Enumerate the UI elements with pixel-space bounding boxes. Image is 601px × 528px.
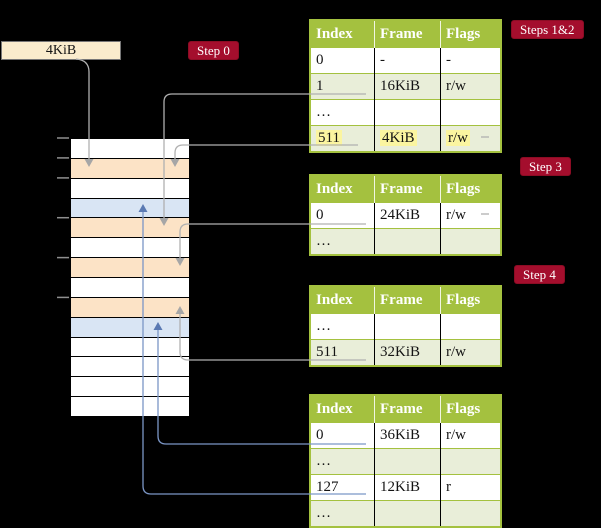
cell: 24KiB <box>374 203 441 229</box>
highlighted-value: 4KiB <box>380 130 417 146</box>
cell: r/w <box>440 339 501 366</box>
table-row: … <box>310 99 501 126</box>
table-row: … <box>310 448 501 475</box>
cell: 0 <box>310 203 375 229</box>
memory-frame-free <box>71 139 189 158</box>
cell <box>440 448 501 475</box>
column-header: Flags <box>440 20 501 48</box>
table-row: … <box>310 228 501 255</box>
memory-frame-free <box>71 177 189 198</box>
table-row: 511 4KiB r/w <box>310 125 501 152</box>
table-row: … <box>310 500 501 527</box>
cell: 511 <box>310 125 375 152</box>
cell: - <box>446 52 451 68</box>
memory-frame-free <box>71 277 189 297</box>
cell: 127 <box>310 474 375 501</box>
cell: r/w <box>440 125 501 152</box>
column-header: Flags <box>440 395 501 423</box>
cell: - <box>374 48 441 74</box>
memory-frame-free <box>71 376 189 397</box>
cell: 1 <box>310 73 375 100</box>
cell: … <box>310 314 375 340</box>
memory-frame-free <box>71 356 189 377</box>
memory-frame-table <box>71 296 189 317</box>
memory-frame-table <box>71 157 189 178</box>
cell <box>374 448 441 475</box>
column-header: Flags <box>440 175 501 203</box>
cell: r <box>440 474 501 501</box>
memory-frame-data <box>71 197 189 218</box>
cell: r/w <box>446 427 466 443</box>
memory-frame-table <box>71 257 189 278</box>
cell: … <box>310 99 375 126</box>
table-row: 0-- <box>310 48 501 74</box>
highlighted-value: r/w <box>446 130 470 146</box>
cell <box>374 314 441 340</box>
highlighted-value: 511 <box>316 130 342 146</box>
memory-frame-free <box>71 237 189 258</box>
cell: 16KiB <box>374 73 441 100</box>
column-header: Frame <box>374 175 441 203</box>
memory-frame-table <box>71 217 189 238</box>
cell <box>374 500 441 527</box>
cell: r/w <box>440 73 501 100</box>
column-header: Frame <box>374 20 441 48</box>
cell <box>440 99 501 126</box>
memory-frame-data <box>71 316 189 337</box>
badge-steps-1-2: Steps 1&2 <box>511 20 584 39</box>
cell: … <box>310 448 375 475</box>
cell: … <box>310 500 375 527</box>
column-header: Frame <box>374 286 441 314</box>
cell: 511 <box>310 339 375 366</box>
table-row: … <box>310 314 501 340</box>
memory-address-ticks <box>57 137 69 299</box>
column-header: Index <box>310 20 375 48</box>
column-header: Frame <box>374 395 441 423</box>
cell: 32KiB <box>374 339 441 366</box>
cell <box>440 228 501 255</box>
badge-step-3: Step 3 <box>520 157 571 176</box>
cell: 36KiB <box>374 423 441 449</box>
cell: 0 <box>310 423 375 449</box>
cell: … <box>310 228 375 255</box>
cell: r/w <box>446 207 466 223</box>
column-header: Index <box>310 395 375 423</box>
cell <box>440 500 501 527</box>
page-size-box: 4KiB <box>1 41 121 60</box>
column-header: Flags <box>440 286 501 314</box>
cell <box>374 228 441 255</box>
badge-step-0: Step 0 <box>188 41 239 60</box>
physical-memory-column <box>70 138 190 417</box>
column-header: Index <box>310 175 375 203</box>
memory-frame-free <box>71 396 189 417</box>
memory-frame-free <box>71 336 189 357</box>
column-header: Index <box>310 286 375 314</box>
page-size-label: 4KiB <box>45 42 77 58</box>
badge-step-4: Step 4 <box>514 265 565 284</box>
cell: 0 <box>310 48 375 74</box>
cell: 4KiB <box>374 125 441 152</box>
cell: 12KiB <box>374 474 441 501</box>
cell <box>374 99 441 126</box>
cell <box>441 314 502 340</box>
